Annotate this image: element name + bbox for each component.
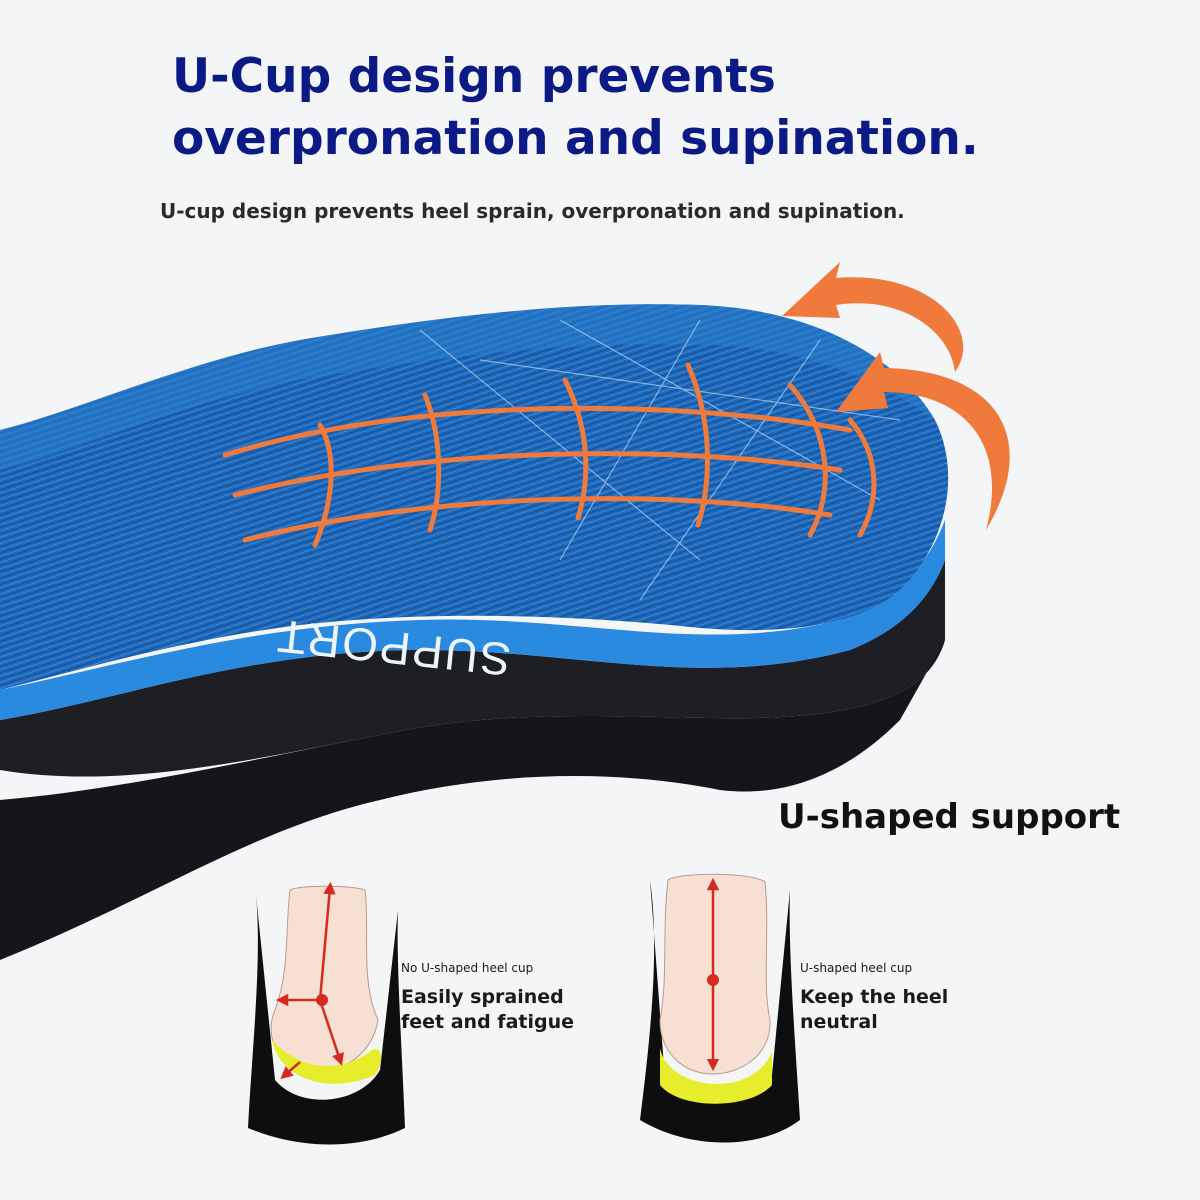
u-shaped-support-title: U-shaped support: [778, 797, 1121, 837]
insole-fabric-top: [0, 304, 949, 690]
caption-line: feet and fatigue: [401, 1011, 574, 1033]
caption-no-heel-cup: No U-shaped heel cup Easily sprained fee…: [401, 961, 574, 1035]
heel-diagram-right: [640, 873, 800, 1143]
caption-tag: No U-shaped heel cup: [401, 961, 534, 975]
subheadline: U-cup design prevents heel sprain, overp…: [160, 199, 905, 223]
insole-sole-base: [0, 560, 945, 777]
arrow-up-icon: [782, 262, 964, 372]
caption-line: neutral: [800, 1011, 878, 1033]
headline-line-1: U-Cup design prevents: [172, 49, 776, 104]
insole-fabric-shade: [0, 304, 935, 470]
insole-sole-tread: [0, 640, 945, 960]
heel-diagram-left: [248, 881, 405, 1145]
caption-line: Easily sprained: [401, 986, 564, 1008]
fabric-thread-accent: [419, 319, 901, 601]
insole-foam-edge: [0, 520, 945, 720]
arrow-up-icon: [836, 352, 1010, 530]
headline-line-2: overpronation and supination.: [172, 111, 979, 166]
pressure-grid: [222, 362, 877, 548]
caption-line: Keep the heel: [800, 986, 949, 1008]
caption-heel-cup: U-shaped heel cup Keep the heel neutral: [800, 961, 948, 1035]
caption-tag: U-shaped heel cup: [800, 961, 913, 975]
headline: U-Cup design prevents overpronation and …: [172, 46, 979, 170]
